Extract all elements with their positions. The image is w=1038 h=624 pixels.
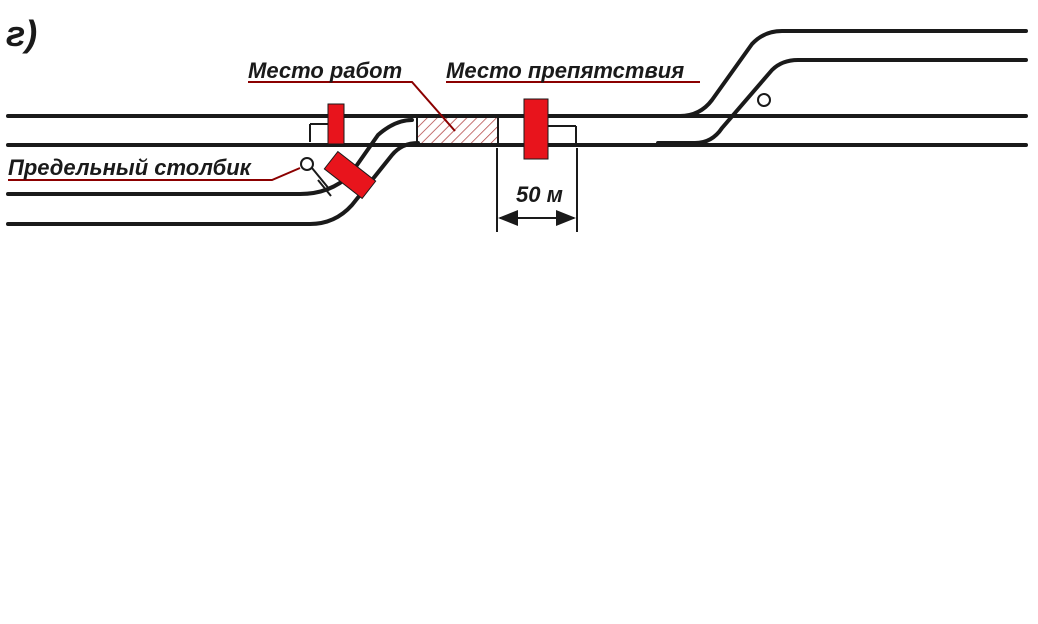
figure-label: г) [6,13,37,54]
clearance-post-label: Предельный столбик [8,155,253,180]
clearance-post-right-icon [757,93,771,107]
diagonal-signal-shield [323,150,377,200]
distance-dimension [496,148,578,232]
right-signal-shield [523,98,577,160]
clearance-post-icon [300,157,314,171]
work-site-label: Место работ [248,58,402,83]
distance-label: 50 м [516,182,563,207]
left-signal-shield [309,103,345,145]
diagonal-signal-bracket [317,179,332,197]
work-area [416,116,499,145]
work-site-leader [248,81,456,132]
obstacle-site-label: Место препятствия [446,58,684,83]
right-siding-track [648,29,1028,145]
clearance-post-link [311,167,331,191]
main-track [6,114,1028,147]
clearance-post-leader [8,167,301,181]
